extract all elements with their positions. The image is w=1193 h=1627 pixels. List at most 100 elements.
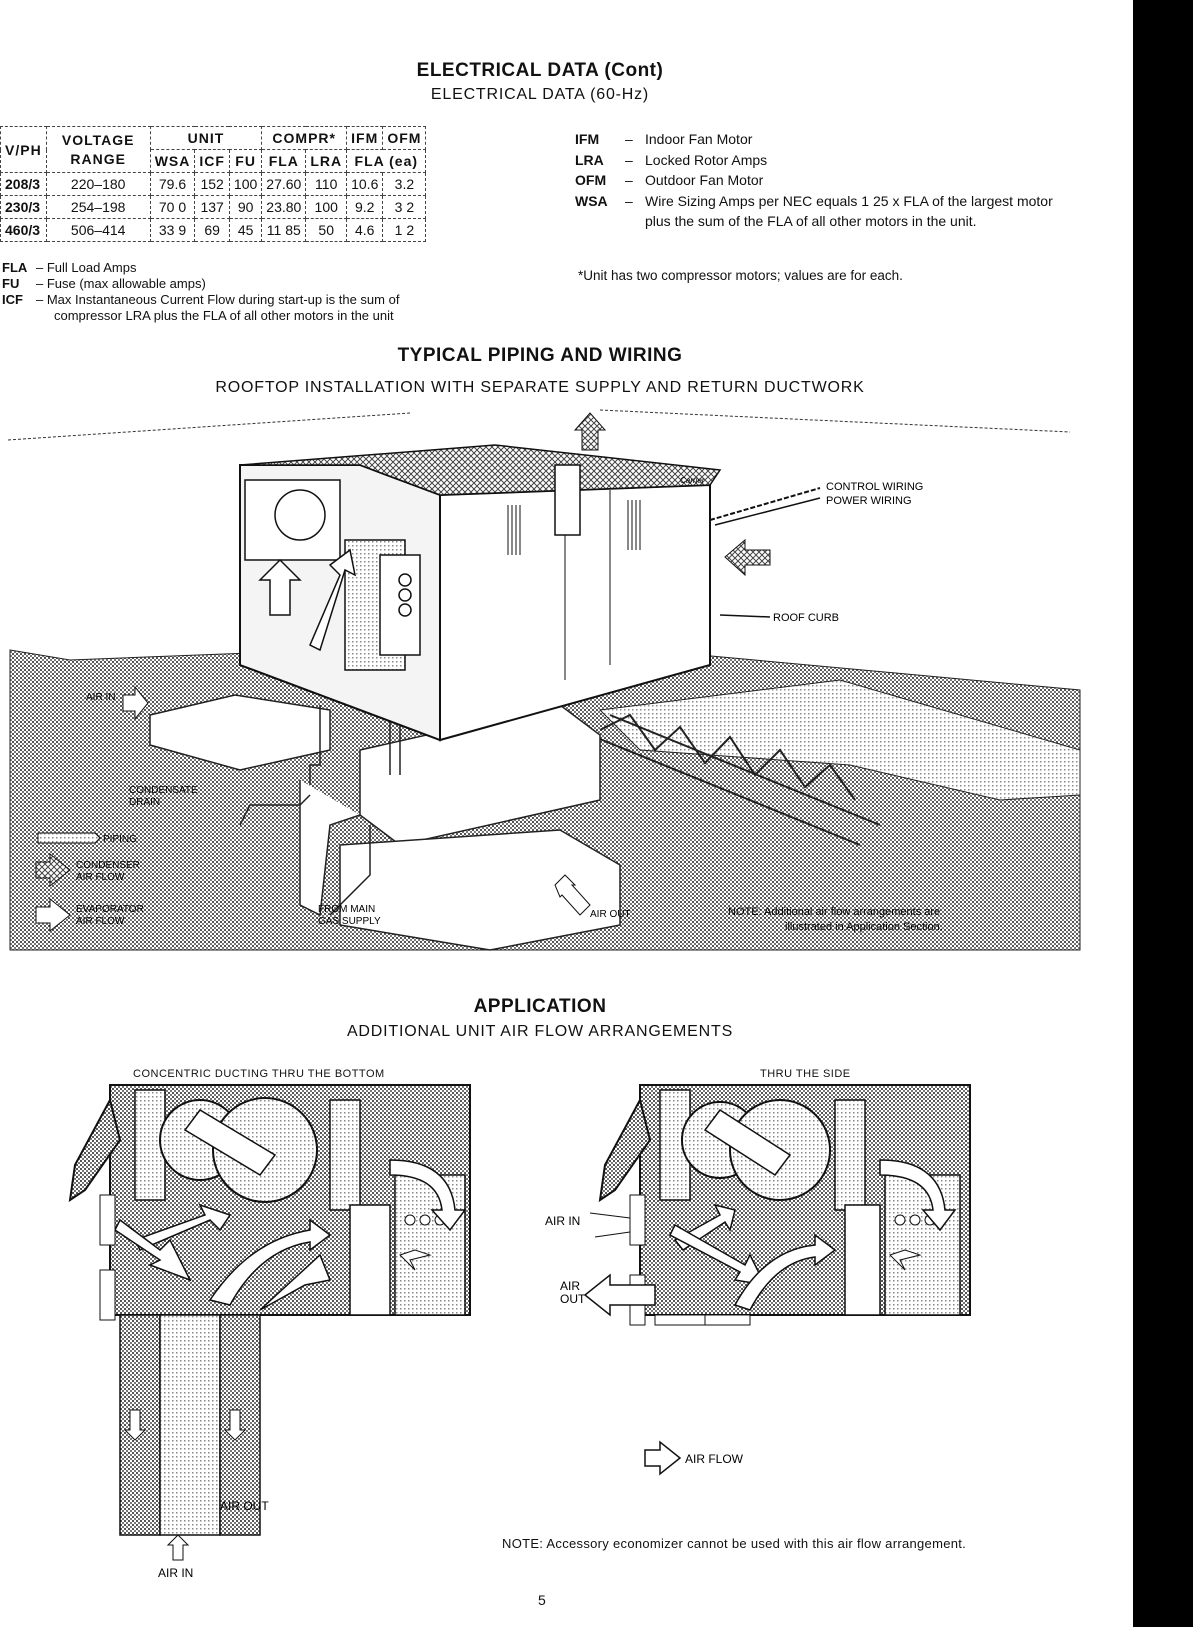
air-flow-legend-icon (644, 1440, 682, 1476)
legend-item: OFM–Outdoor Fan Motor (575, 170, 1075, 191)
cell-wsa: 70 0 (149, 195, 196, 219)
cell-wsa: 79.6 (149, 172, 196, 196)
page-title: ELECTRICAL DATA (Cont) (416, 60, 664, 81)
legend-left: FLA – Full Load Amps FU – Fuse (max allowa… (2, 260, 399, 324)
header-unit: UNIT (149, 126, 263, 150)
legend-text: – Full Load Amps (36, 260, 137, 275)
note-label-1: NOTE: Additional air flow arrangements a… (728, 906, 940, 918)
right-air-out-label-1: AIR (560, 1279, 580, 1293)
evaporator-air-flow-icon (35, 897, 71, 933)
rooftop-unit: Carrier (239, 412, 771, 742)
cell-fu: 90 (228, 195, 263, 219)
section-title-piping: TYPICAL PIPING AND WIRING (397, 345, 683, 366)
exhaust-arrow-icon (573, 412, 607, 451)
legend-dash: – (625, 151, 633, 168)
cell-lra: 50 (305, 218, 348, 242)
legend-item: compressor LRA plus the FLA of all other… (2, 308, 399, 324)
air-in-arrow-icon (166, 1534, 190, 1561)
header-ofm: OFM (382, 126, 427, 150)
legend-abbr: ICF (2, 292, 23, 307)
legend-dash: – (625, 172, 633, 188)
left-diagram-caption: CONCENTRIC DUCTING THRU THE BOTTOM (133, 1068, 385, 1080)
application-note: NOTE: Accessory economizer cannot be use… (502, 1536, 967, 1551)
header-lra: LRA (305, 149, 348, 173)
cell-fu: 45 (228, 218, 263, 242)
note-label-2: illustrated in Application Section. (785, 921, 943, 933)
condensate-drain-label-2: DRAIN (129, 797, 160, 808)
rooftop-installation-diagram: Carrier CONTROL WIRING POWER WIRING ROOF… (7, 409, 1081, 951)
air-out-label: AIR OUT (590, 909, 631, 920)
legend-abbr: FLA (2, 260, 28, 275)
cell-ifm: 4.6 (346, 218, 384, 242)
right-air-out-label-2: OUT (560, 1292, 586, 1306)
cell-fla: 27.60 (261, 172, 307, 196)
brand-logo: Carrier (680, 476, 705, 485)
table-row: 460/3 506–414 33 9 69 45 11 85 50 4.6 1 … (0, 218, 427, 242)
air-in-arrow-icon (122, 685, 149, 721)
header-range: RANGE (70, 150, 126, 167)
legend-dash: – (625, 192, 633, 209)
header-vph: V/PH (0, 126, 47, 173)
cell-range: 254–198 (45, 195, 151, 219)
header-fla: FLA (261, 149, 307, 173)
legend-right: IFM–Indoor Fan Motor LRA–Locked Rotor Am… (575, 129, 1075, 232)
legend-text: – Fuse (max allowable amps) (36, 276, 206, 291)
roof-curb-label: ROOF CURB (773, 612, 839, 624)
cell-fla: 11 85 (261, 218, 307, 242)
legend-text: – Max Instantaneous Current Flow during … (36, 292, 400, 307)
legend-text: Outdoor Fan Motor (645, 172, 764, 188)
page-subtitle: ELECTRICAL DATA (60-Hz) (430, 86, 650, 103)
legend-item: WSA–Wire Sizing Amps per NEC equals 1 25… (575, 191, 1075, 232)
condenser-label-2: AIR FLOW (76, 872, 125, 883)
legend-abbr: WSA (575, 192, 608, 209)
legend-item: FLA – Full Load Amps (2, 260, 399, 276)
right-diagram-caption: THRU THE SIDE (760, 1068, 851, 1080)
roof-truss (589, 713, 881, 846)
cell-wsa: 33 9 (149, 218, 196, 242)
cell-vph: 208/3 (0, 172, 47, 196)
header-icf: ICF (194, 149, 230, 173)
page-number: 5 (538, 1592, 546, 1608)
header-ifm: IFM (346, 126, 384, 150)
header-compr: COMPR* (261, 126, 348, 150)
thru-side-diagram: AIR IN AIR OUT AIR FLOW (545, 1084, 971, 1476)
cell-lra: 100 (305, 195, 348, 219)
cell-ifm: 9.2 (346, 195, 384, 219)
gas-supply-label-2: GAS SUPPLY (318, 916, 381, 927)
footnote: *Unit has two compressor motors; values … (578, 268, 903, 283)
piping-legend-icon (37, 832, 101, 844)
power-wiring-label: POWER WIRING (826, 495, 912, 507)
legend-item: LRA–Locked Rotor Amps (575, 150, 1075, 171)
legend-abbr: FU (2, 276, 20, 291)
air-in-label: AIR IN (86, 692, 115, 703)
table-row: 230/3 254–198 70 0 137 90 23.80 100 9.2 … (0, 195, 427, 219)
air-out-arrow-icon (583, 1273, 656, 1317)
condensate-drain-label-1: CONDENSATE (129, 785, 198, 796)
cell-ofm: 1 2 (382, 218, 427, 242)
legend-text: Indoor Fan Motor (645, 131, 753, 147)
piping-label: PIPING (103, 834, 137, 845)
legend-text: Wire Sizing Amps per NEC equals 1 25 x F… (645, 192, 1053, 230)
electrical-data-table: V/PH VOLTAGE RANGE UNIT COMPR* IFM OFM W… (0, 126, 427, 242)
concentric-ducting-diagram: AIR OUT AIR IN (68, 1084, 471, 1580)
section-subtitle-piping: ROOFTOP INSTALLATION WITH SEPARATE SUPPL… (215, 379, 865, 396)
cell-ifm: 10.6 (346, 172, 384, 196)
header-voltage: VOLTAGE (61, 131, 135, 148)
control-wiring-label: CONTROL WIRING (826, 481, 923, 493)
condenser-inlet-arrow-icon (724, 538, 771, 577)
cell-lra: 110 (305, 172, 348, 196)
section-subtitle-application: ADDITIONAL UNIT AIR FLOW ARRANGEMENTS (346, 1023, 734, 1040)
header-fla-ea: FLA (ea) (346, 149, 427, 173)
cell-icf: 69 (194, 218, 230, 242)
evaporator-label-1: EVAPORATOR (76, 904, 144, 915)
table-row: 208/3 220–180 79.6 152 100 27.60 110 10.… (0, 172, 427, 196)
legend-abbr: IFM (575, 131, 600, 147)
evaporator-label-2: AIR FLOW (76, 916, 125, 927)
legend-item: IFM–Indoor Fan Motor (575, 129, 1075, 150)
left-air-in-label: AIR IN (158, 1566, 193, 1580)
right-air-in-label: AIR IN (545, 1214, 580, 1228)
left-air-out-label: AIR OUT (220, 1499, 269, 1513)
cell-range: 506–414 (45, 218, 151, 242)
cell-ofm: 3 2 (382, 195, 427, 219)
cell-fla: 23.80 (261, 195, 307, 219)
